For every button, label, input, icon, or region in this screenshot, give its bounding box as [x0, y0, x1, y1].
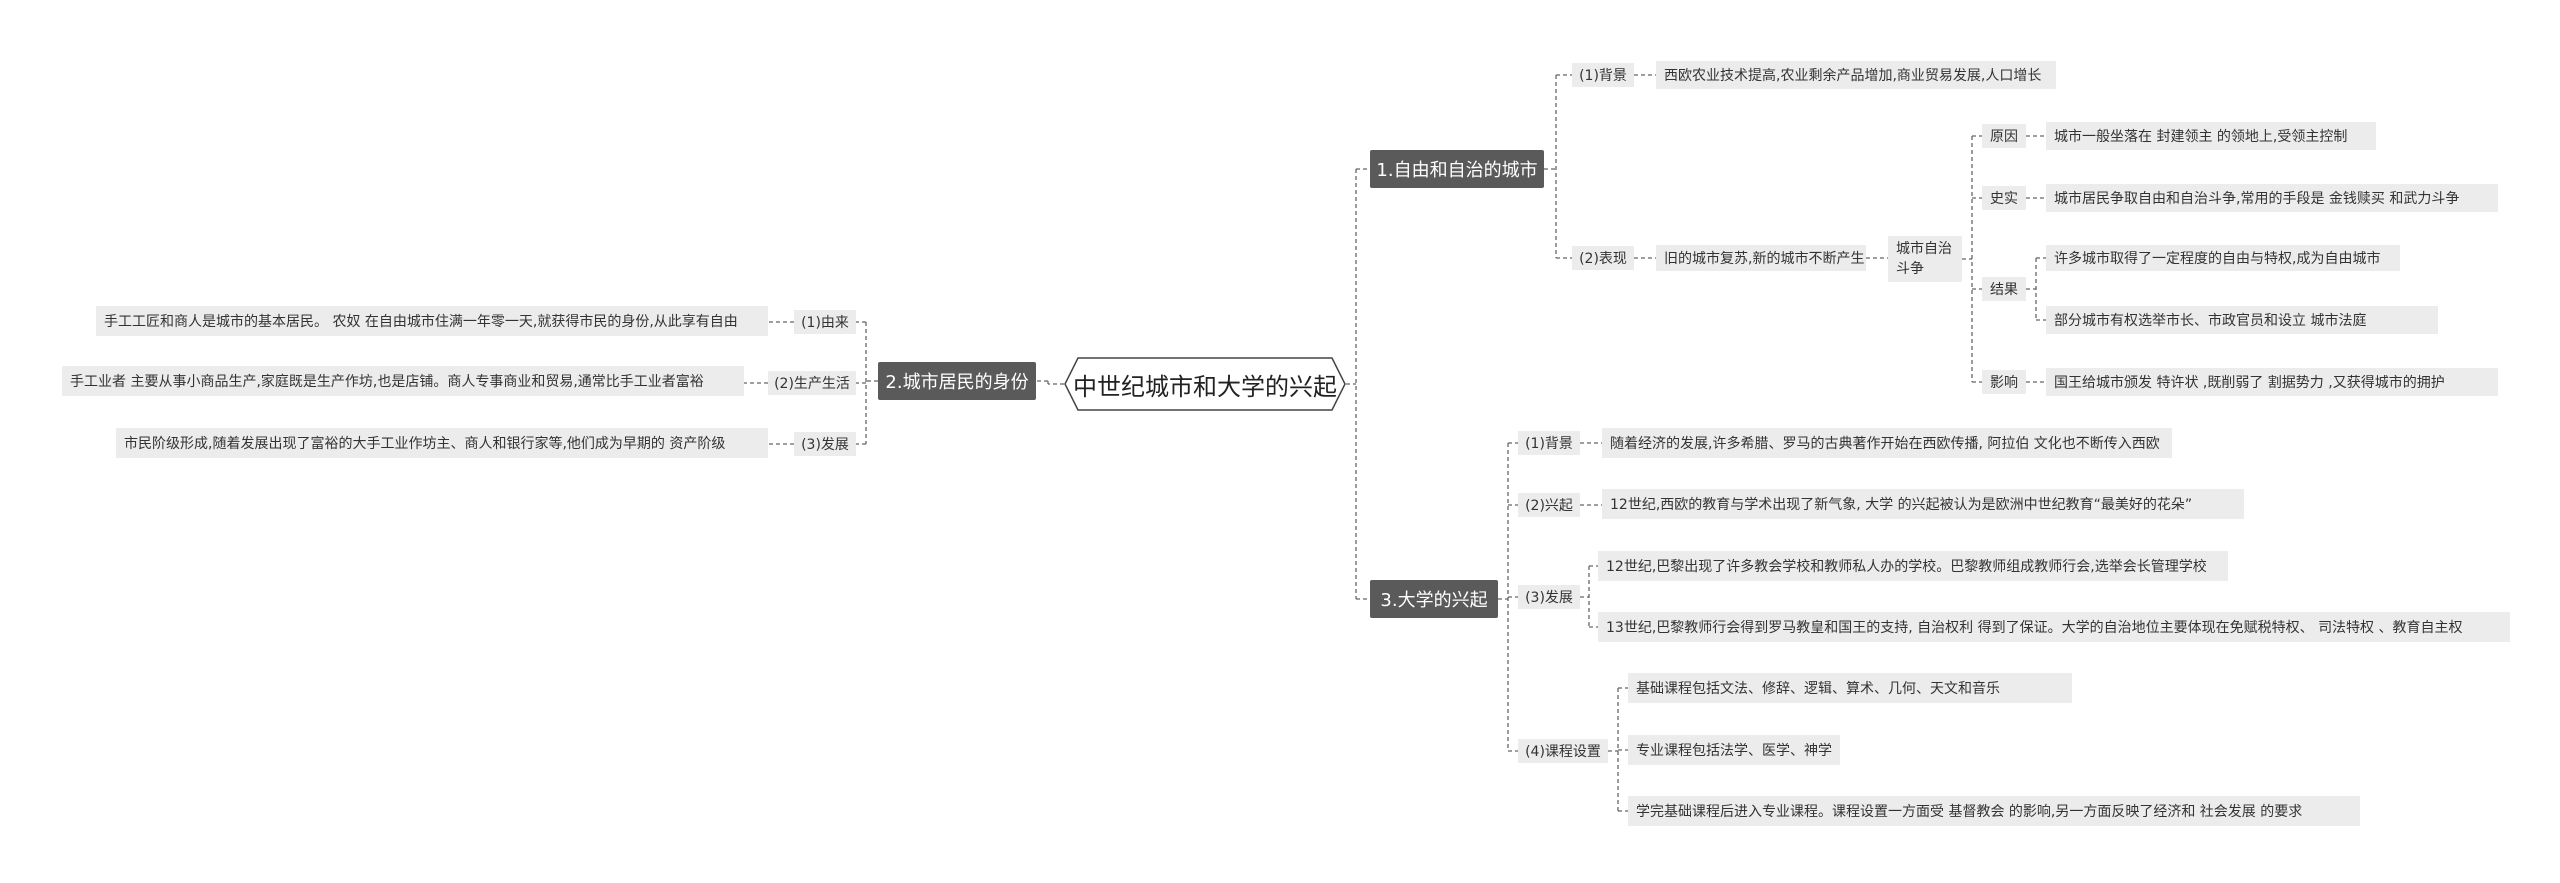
root-node-border — [1064, 357, 1346, 411]
b3-rise-text: 12世纪,西欧的教育与学术出现了新气象, 大学 的兴起被认为是欧洲中世纪教育“最… — [1602, 489, 2244, 519]
b3-background-label[interactable]: (1)背景 — [1518, 431, 1580, 455]
branch-1-free-cities[interactable]: 1.自由和自治的城市 — [1370, 150, 1544, 188]
branch-2-citizen-identity[interactable]: 2.城市居民的身份 — [878, 362, 1036, 400]
b1-background-text: 西欧农业技术提高,农业剩余产品增加,商业贸易发展,人口增长 — [1656, 61, 2056, 89]
b3-course-text-2: 专业课程包括法学、医学、神学 — [1628, 735, 1840, 765]
b1-effect-text: 国王给城市颁发 特许状 ,既削弱了 割据势力 ,又获得城市的拥护 — [2046, 368, 2498, 396]
b3-background-text: 随着经济的发展,许多希腊、罗马的古典著作开始在西欧传播, 阿拉伯 文化也不断传入… — [1602, 428, 2172, 458]
b3-rise-label[interactable]: (2)兴起 — [1518, 493, 1580, 517]
b2-development-label[interactable]: (3)发展 — [794, 432, 856, 456]
b1-reason-text: 城市一般坐落在 封建领主 的领地上,受领主控制 — [2046, 122, 2376, 150]
b1-result-label[interactable]: 结果 — [1982, 277, 2026, 301]
b2-development-text: 市民阶级形成,随着发展出现了富裕的大手工业作坊主、商人和银行家等,他们成为早期的… — [116, 428, 768, 458]
b3-development-text-2: 13世纪,巴黎教师行会得到罗马教皇和国王的支持, 自治权利 得到了保证。大学的自… — [1598, 612, 2510, 642]
b1-autonomy-struggle[interactable]: 城市自治斗争 — [1888, 236, 1962, 282]
b3-course-label[interactable]: (4)课程设置 — [1518, 739, 1608, 763]
b1-result-text-1: 许多城市取得了一定程度的自由与特权,成为自由城市 — [2046, 245, 2400, 271]
root-node[interactable]: 中世纪城市和大学的兴起 — [1064, 357, 1346, 411]
b1-fact-label[interactable]: 史实 — [1982, 186, 2026, 210]
b2-life-text: 手工业者 主要从事小商品生产,家庭既是生产作坊,也是店铺。商人专事商业和贸易,通… — [62, 366, 744, 396]
b3-development-label[interactable]: (3)发展 — [1518, 585, 1580, 609]
b1-effect-label[interactable]: 影响 — [1982, 370, 2026, 394]
b2-origin-label[interactable]: (1)由来 — [794, 310, 856, 334]
b3-course-text-1: 基础课程包括文法、修辞、逻辑、算术、几何、天文和音乐 — [1628, 673, 2072, 703]
b1-reason-label[interactable]: 原因 — [1982, 124, 2026, 148]
b2-origin-text: 手工工匠和商人是城市的基本居民。 农奴 在自由城市住满一年零一天,就获得市民的身… — [96, 306, 768, 336]
b2-life-label[interactable]: (2)生产生活 — [768, 371, 856, 395]
b1-result-text-2: 部分城市有权选举市长、市政官员和设立 城市法庭 — [2046, 306, 2438, 334]
b1-background-label[interactable]: (1)背景 — [1572, 63, 1634, 87]
b3-course-text-3: 学完基础课程后进入专业课程。课程设置一方面受 基督教会 的影响,另一方面反映了经… — [1628, 796, 2360, 826]
branch-3-universities[interactable]: 3.大学的兴起 — [1370, 580, 1498, 618]
b1-fact-text: 城市居民争取自由和自治斗争,常用的手段是 金钱赎买 和武力斗争 — [2046, 184, 2498, 212]
b1-manifestation-label[interactable]: (2)表现 — [1572, 246, 1634, 270]
b1-manifestation-text: 旧的城市复苏,新的城市不断产生 — [1656, 245, 1866, 271]
b3-development-text-1: 12世纪,巴黎出现了许多教会学校和教师私人办的学校。巴黎教师组成教师行会,选举会… — [1598, 551, 2228, 581]
